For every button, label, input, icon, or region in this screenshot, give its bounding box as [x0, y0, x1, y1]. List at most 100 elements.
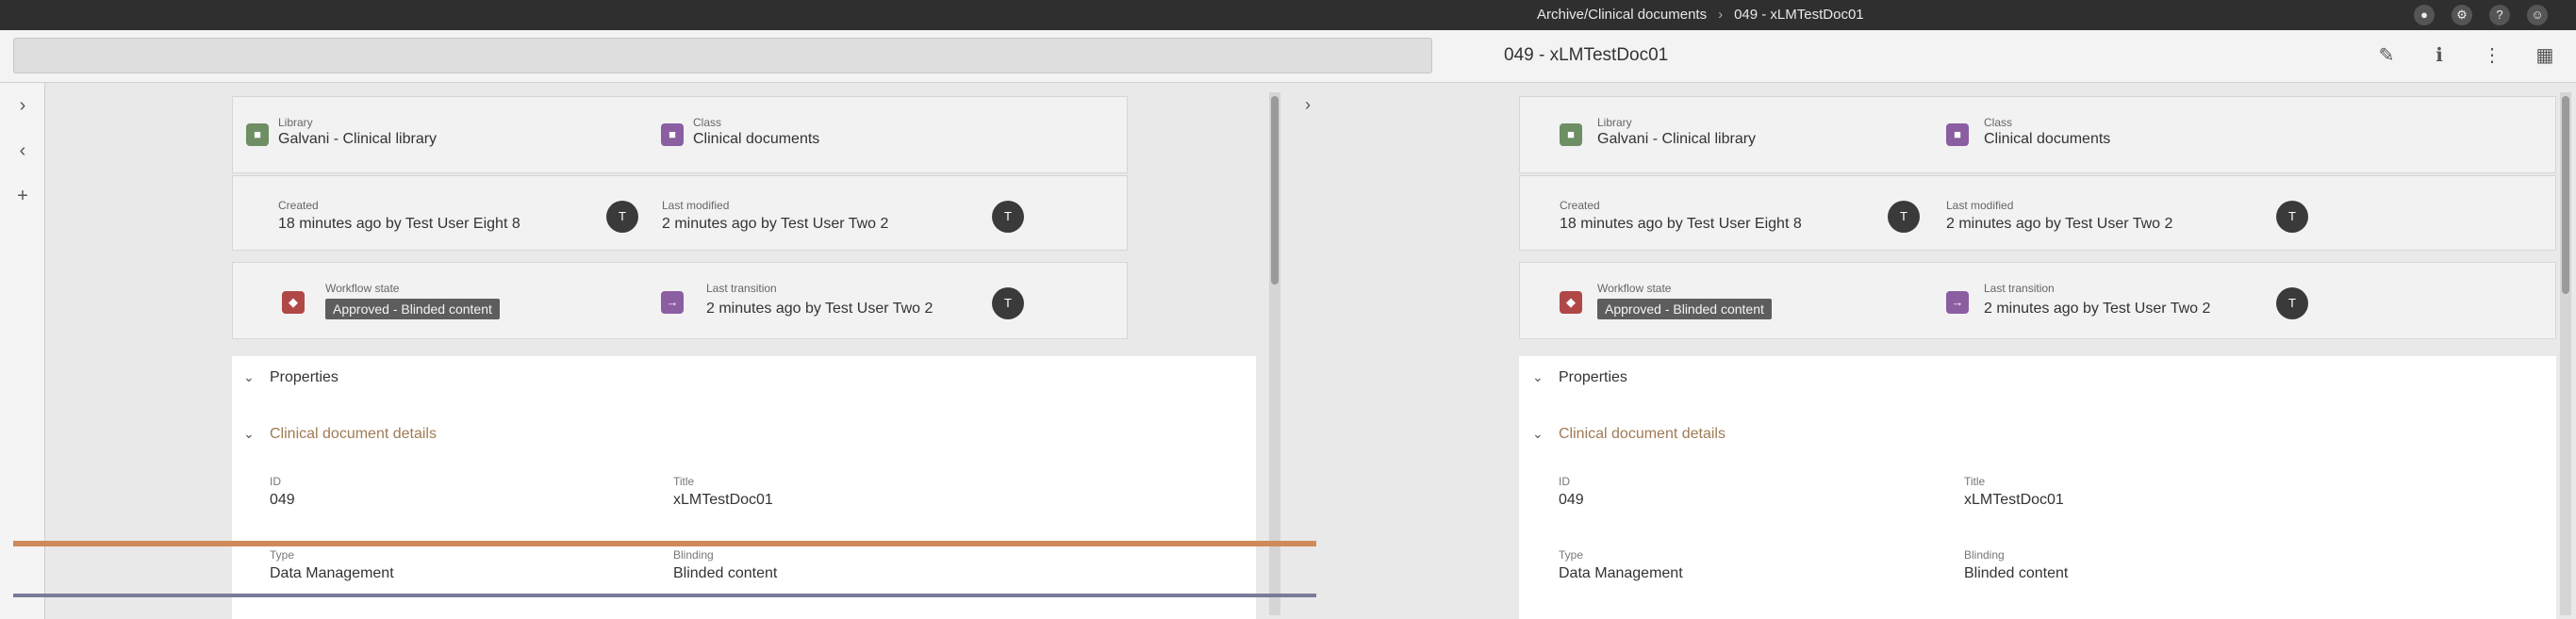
class-label: Class [1984, 116, 2013, 129]
class-value[interactable]: Clinical documents [693, 131, 820, 147]
properties-heading[interactable]: Properties [1559, 369, 1627, 385]
account-icon[interactable]: ☺ [2527, 5, 2548, 25]
scrollbar[interactable] [1269, 92, 1280, 615]
scrollbar-thumb[interactable] [1271, 96, 1279, 285]
properties-section: ⌄ Properties ⌄ Clinical document details… [232, 356, 1256, 619]
transition-icon: → [1946, 291, 1969, 314]
library-label: Library [1597, 116, 1632, 129]
library-value[interactable]: Galvani - Clinical library [278, 131, 438, 147]
workflow-icon: ◆ [1560, 291, 1582, 314]
info-card-workflow: ◆ Workflow state Approved - Blinded cont… [1519, 262, 2556, 339]
workflow-icon: ◆ [282, 291, 305, 314]
avatar[interactable]: T [2276, 287, 2308, 319]
id-value: 049 [1559, 492, 1584, 508]
id-label: ID [270, 475, 281, 488]
info-card-dates: Created 18 minutes ago by Test User Eigh… [1519, 175, 2556, 251]
help-icon[interactable]: ? [2489, 5, 2510, 25]
document-header: 049 - xLMTestDoc01 ✎ ℹ ⋮ ▦ [0, 30, 2576, 83]
blinding-value: Blinded content [673, 565, 778, 581]
workflow-label: Workflow state [325, 282, 400, 295]
collapse-icon[interactable]: ‹ [19, 140, 26, 161]
breadcrumb-item[interactable]: Archive/Clinical documents [1537, 7, 1708, 23]
type-label: Type [270, 548, 295, 562]
modified-label: Last modified [662, 199, 730, 212]
blinding-label: Blinding [1964, 548, 2005, 562]
chevron-down-icon[interactable]: ⌄ [243, 369, 255, 384]
settings-icon[interactable]: ⚙ [2452, 5, 2472, 25]
right-document-pane: ■ Library Galvani - Clinical library ■ C… [1332, 83, 2576, 619]
title-value: xLMTestDoc01 [1964, 492, 2064, 508]
id-value: 049 [270, 492, 295, 508]
library-icon: ■ [246, 123, 269, 146]
avatar[interactable]: T [992, 201, 1024, 233]
created-label: Created [278, 199, 319, 212]
id-label: ID [1559, 475, 1570, 488]
breadcrumb-separator: › [1718, 7, 1724, 23]
info-card-workflow: ◆ Workflow state Approved - Blinded cont… [232, 262, 1128, 339]
created-value: 18 minutes ago by Test User Eight 8 [278, 216, 520, 232]
scrollbar-thumb[interactable] [2562, 96, 2569, 294]
modified-label: Last modified [1946, 199, 2014, 212]
created-value: 18 minutes ago by Test User Eight 8 [1560, 216, 1802, 232]
status-badge: Approved - Blinded content [325, 299, 500, 319]
modified-value: 2 minutes ago by Test User Two 2 [1946, 216, 2173, 232]
class-label: Class [693, 116, 722, 129]
user-group-icon[interactable]: ● [2414, 5, 2435, 25]
document-title: 049 - xLMTestDoc01 [1504, 45, 1669, 65]
transition-label: Last transition [1984, 282, 2055, 295]
status-badge: Approved - Blinded content [1597, 299, 1772, 319]
transition-label: Last transition [706, 282, 777, 295]
blinding-label: Blinding [673, 548, 714, 562]
info-card-library: ■ Library Galvani - Clinical library ■ C… [1519, 96, 2556, 173]
avatar[interactable]: T [992, 287, 1024, 319]
avatar[interactable]: T [1888, 201, 1920, 233]
breadcrumb: Archive/Clinical documents › 049 - xLMTe… [1537, 7, 1864, 23]
top-bar: Archive/Clinical documents › 049 - xLMTe… [0, 0, 2576, 30]
edit-icon[interactable]: ✎ [2378, 45, 2395, 66]
chevron-down-icon[interactable]: ⌄ [243, 426, 255, 441]
chevron-down-icon[interactable]: ⌄ [1532, 426, 1544, 441]
info-card-dates: Created 18 minutes ago by Test User Eigh… [232, 175, 1128, 251]
details-heading[interactable]: Clinical document details [1559, 426, 1726, 442]
class-icon: ■ [1946, 123, 1969, 146]
more-icon[interactable]: ⋮ [2483, 45, 2502, 66]
avatar[interactable]: T [606, 201, 638, 233]
transition-value: 2 minutes ago by Test User Two 2 [706, 301, 933, 317]
expand-icon[interactable]: › [19, 95, 26, 116]
split-handle[interactable] [13, 541, 1316, 546]
workflow-label: Workflow state [1597, 282, 1672, 295]
details-heading[interactable]: Clinical document details [270, 426, 437, 442]
info-icon[interactable]: ℹ [2436, 45, 2443, 66]
collapse-icon[interactable]: › [1305, 95, 1311, 114]
scrollbar[interactable] [2560, 92, 2571, 615]
library-icon: ■ [1560, 123, 1582, 146]
library-value[interactable]: Galvani - Clinical library [1597, 131, 1757, 147]
type-value: Data Management [270, 565, 394, 581]
title-label: Title [1964, 475, 1986, 488]
top-icons: ● ⚙ ? ☺ [2414, 5, 2548, 25]
side-rail: › ‹ + [0, 83, 45, 619]
blinding-value: Blinded content [1964, 565, 2069, 581]
modified-value: 2 minutes ago by Test User Two 2 [662, 216, 889, 232]
type-label: Type [1559, 548, 1584, 562]
split-handle[interactable] [13, 594, 1316, 597]
layout-icon[interactable]: ▦ [2535, 45, 2554, 66]
document-tools: ✎ ℹ ⋮ ▦ [2374, 43, 2557, 68]
class-icon: ■ [661, 123, 684, 146]
transition-icon: → [661, 291, 684, 314]
title-label: Title [673, 475, 695, 488]
breadcrumb-item[interactable]: 049 - xLMTestDoc01 [1734, 7, 1864, 23]
chevron-down-icon[interactable]: ⌄ [1532, 369, 1544, 384]
library-label: Library [278, 116, 313, 129]
properties-section: ⌄ Properties ⌄ Clinical document details… [1519, 356, 2556, 619]
avatar[interactable]: T [2276, 201, 2308, 233]
title-value: xLMTestDoc01 [673, 492, 773, 508]
left-document-pane: › ■ Library Galvani - Clinical library ■… [45, 83, 1332, 619]
properties-heading[interactable]: Properties [270, 369, 339, 385]
transition-value: 2 minutes ago by Test User Two 2 [1984, 301, 2211, 317]
info-card-library: ■ Library Galvani - Clinical library ■ C… [232, 96, 1128, 173]
type-value: Data Management [1559, 565, 1683, 581]
created-label: Created [1560, 199, 1600, 212]
class-value[interactable]: Clinical documents [1984, 131, 2111, 147]
add-icon[interactable]: + [17, 186, 28, 206]
